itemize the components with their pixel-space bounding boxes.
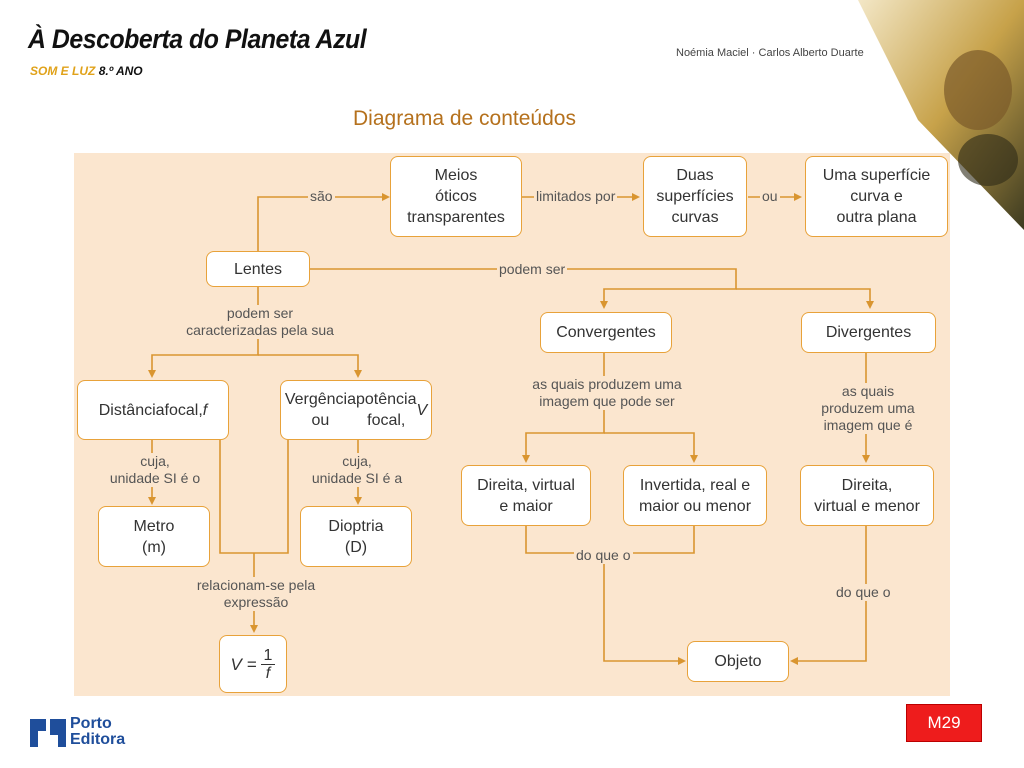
formula-denominator: f xyxy=(265,664,271,682)
node-formula: V = 1 f xyxy=(219,635,287,693)
publisher-name: Porto Editora xyxy=(70,715,126,748)
label-cuja-unidade-a: cuja, unidade SI é a xyxy=(302,453,412,487)
label-podem-ser: podem ser xyxy=(497,261,568,278)
label-limitados-por: limitados por xyxy=(534,188,618,205)
node-distancia-focal: Distância focal, f xyxy=(77,380,229,440)
node-convergentes: Convergentes xyxy=(540,312,672,353)
book-subtitle-theme: SOM E LUZ xyxy=(30,64,96,78)
label-convergentes-produzem: as quais produzem uma imagem que pode se… xyxy=(520,376,694,410)
node-divergentes: Divergentes xyxy=(801,312,936,353)
concept-map-panel: Meios óticos transparentes Duas superfíc… xyxy=(74,153,950,696)
formula-numerator: 1 xyxy=(260,647,276,665)
book-subtitle-grade: 8.º ANO xyxy=(98,64,143,78)
formula-fraction: 1 f xyxy=(260,647,276,682)
node-superficie-curva-plana: Uma superfície curva e outra plana xyxy=(805,156,948,237)
node-meios-oticos: Meios óticos transparentes xyxy=(390,156,522,237)
distancia-line-2: focal, xyxy=(164,401,203,419)
label-ou: ou xyxy=(760,188,780,205)
label-sao: são xyxy=(308,188,335,205)
label-do-que-o-divergentes: do que o xyxy=(834,584,893,601)
node-vergencia: Vergência ou potência focal, V xyxy=(280,380,432,440)
distancia-line-1: Distância xyxy=(98,401,165,419)
book-title: À Descoberta do Planeta Azul xyxy=(28,24,367,54)
authors: Noémia Maciel · Carlos Alberto Duarte xyxy=(676,47,864,59)
node-objeto: Objeto xyxy=(687,641,789,682)
vergencia-line-1: Vergência ou xyxy=(284,391,356,429)
label-divergentes-produzem: as quais produzem uma imagem que é xyxy=(810,383,926,434)
formula-lhs: V = xyxy=(230,654,257,674)
slide-code-badge: M29 xyxy=(906,704,982,742)
node-dioptria: Dioptria (D) xyxy=(300,506,412,567)
label-cuja-unidade-o: cuja, unidade SI é o xyxy=(100,453,210,487)
node-direita-virtual-maior: Direita, virtual e maior xyxy=(461,465,591,526)
vergencia-variable: V xyxy=(416,401,428,419)
book-subtitle: SOM E LUZ 8.º ANO xyxy=(30,64,143,78)
cover-photo xyxy=(858,0,1024,230)
node-duas-superficies: Duas superfícies curvas xyxy=(643,156,747,237)
label-relacionam-se: relacionam-se pela expressão xyxy=(178,577,334,611)
vergencia-line-2: potência focal, xyxy=(356,391,417,429)
node-direita-virtual-menor: Direita, virtual e menor xyxy=(800,465,934,526)
connector-lines xyxy=(148,193,874,665)
node-invertida-real: Invertida, real e maior ou menor xyxy=(623,465,767,526)
section-title: Diagrama de conteúdos xyxy=(353,107,576,130)
label-podem-ser-caracterizadas: podem ser caracterizadas pela sua xyxy=(174,305,346,339)
label-do-que-o-convergentes: do que o xyxy=(574,547,633,564)
porto-editora-logo-icon xyxy=(30,719,66,747)
node-lentes: Lentes xyxy=(206,251,310,287)
distancia-variable: f xyxy=(202,401,208,419)
node-metro: Metro (m) xyxy=(98,506,210,567)
